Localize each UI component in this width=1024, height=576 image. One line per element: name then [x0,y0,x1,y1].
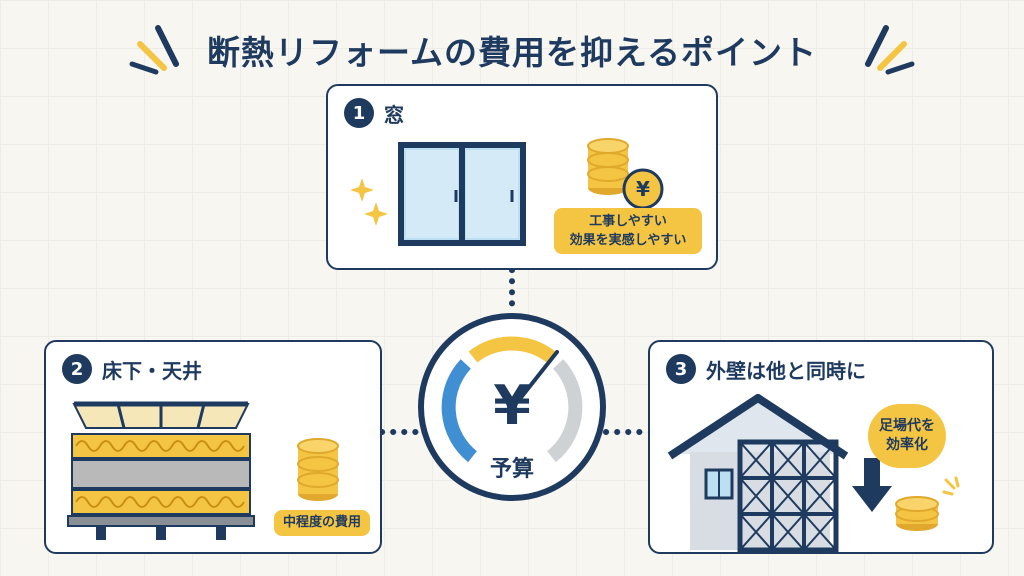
yen-coin-symbol: ¥ [636,177,650,201]
title-area: 断熱リフォームの費用を抑えるポイント [0,18,1024,78]
gauge-arc-blue [441,359,478,463]
panel-floor-ceiling-header: 2 床下・天井 [62,354,202,384]
coin-stack-icon [297,438,339,501]
panel-window: 1 窓 ¥ 工事しやすい 効果を実感しやすい [326,84,718,270]
panel-floor-ceiling-title: 床下・天井 [102,358,202,383]
page-title: 断熱リフォームの費用を抑えるポイント [206,33,818,72]
gauge-needle [517,350,559,402]
gauge-arc-yellow [468,336,556,363]
panel-floor-ceiling: 2 床下・天井 中程度の費用 [44,340,382,554]
panel-window-header: 1 窓 [344,98,404,128]
panel-window-tag-line-1: 工事しやすい [589,214,667,229]
panel-exterior-wall-tag-line-2: 効率化 [886,437,928,453]
window-icon [398,142,526,246]
gauge-arc-gray [546,359,583,463]
house-scaffold-icon [667,394,849,553]
panel-floor-ceiling-tag: 中程度の費用 [274,510,370,536]
left-accent-strokes [129,25,179,75]
panel-exterior-wall: 3 外壁は他と同時に 足場代を 効率化 [648,340,994,554]
sparkle-icon [350,178,388,226]
panel-exterior-wall-title: 外壁は他と同時に [706,358,866,383]
yen-symbol: ¥ [493,374,531,437]
insulation-layers-icon [67,401,255,540]
budget-gauge: ¥ [418,313,606,501]
panel-exterior-wall-tag: 足場代を 効率化 [868,404,946,468]
panel-exterior-wall-tag-line-1: 足場代を [879,418,935,434]
panel-exterior-wall-header: 3 外壁は他と同時に [666,354,866,384]
sparkle-lines-icon [942,476,960,496]
coin-stack-icon [587,138,629,195]
step-number-badge: 1 [344,98,374,128]
step-number-badge: 3 [666,354,696,384]
step-number-badge: 2 [62,354,92,384]
yen-coin-icon: ¥ [622,168,664,210]
panel-window-title: 窓 [384,102,404,127]
panel-window-tag-line-2: 効果を実感しやすい [569,233,687,248]
panel-window-tag: 工事しやすい 効果を実感しやすい [554,208,702,254]
budget-label: 予算 [489,457,534,482]
right-accent-strokes [865,25,915,75]
down-arrow-icon [852,458,892,512]
coin-stack-icon [895,496,939,531]
